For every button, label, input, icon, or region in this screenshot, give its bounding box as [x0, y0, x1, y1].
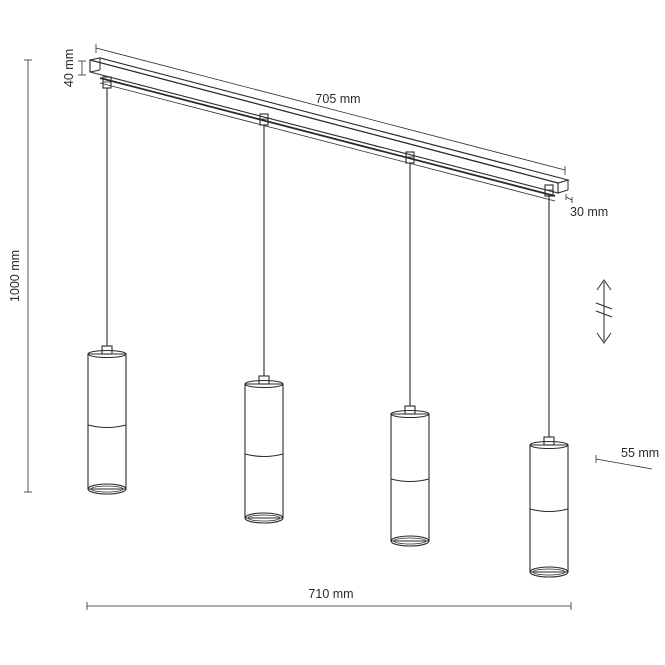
shade-inner-opening [393, 537, 427, 545]
total-width-label: 710 mm [308, 587, 353, 601]
total-width-dimension: 710 mm [86, 587, 572, 610]
shade-middle-band [529, 508, 569, 513]
pendant-2 [244, 113, 284, 524]
bar-depth-label: 30 mm [570, 205, 608, 219]
shade-inner-opening [532, 568, 566, 576]
ceiling-bar [89, 57, 571, 202]
shade-body [529, 444, 569, 573]
shade-top-rim [390, 410, 430, 418]
pendant-3 [390, 151, 430, 547]
total-height-dimension: 1000 mm [8, 59, 32, 493]
bar-length-dimension: 705 mm [95, 44, 566, 175]
shade-bottom-opening [244, 512, 284, 524]
shade-body [87, 353, 127, 490]
pendant-1 [87, 76, 127, 495]
shade-bottom-opening [390, 535, 430, 547]
adjustable-height-symbol [595, 279, 613, 344]
shade-top-rim [244, 380, 284, 388]
bar-height-dimension: 40 mm [62, 49, 86, 87]
total-height-label: 1000 mm [8, 250, 22, 302]
shade-inner-opening [247, 514, 281, 522]
shade-top-rim [87, 350, 127, 358]
shade-diameter-label: 55 mm [621, 446, 659, 460]
pendants-group [87, 76, 569, 578]
shade-body [244, 383, 284, 519]
shade-middle-band [390, 478, 430, 483]
shade-diameter-dimension: 55 mm [595, 446, 659, 470]
bar-length-label: 705 mm [315, 92, 360, 106]
shade-bottom-opening [529, 566, 569, 578]
shade-middle-band [87, 424, 127, 429]
shade-middle-band [244, 453, 284, 458]
shade-bottom-opening [87, 483, 127, 495]
bar-depth-dimension: 30 mm [565, 194, 608, 219]
pendant-4 [529, 184, 569, 578]
shade-body [390, 413, 430, 542]
shade-top-rim [529, 441, 569, 449]
bar-height-label: 40 mm [62, 49, 76, 87]
shade-inner-opening [90, 485, 124, 493]
